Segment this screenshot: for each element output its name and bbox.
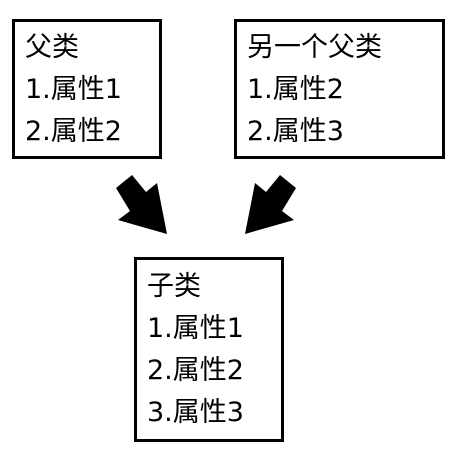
parent-class-attribute-2: 2.属性2 — [25, 116, 122, 147]
child-class-title: 子类 — [147, 271, 201, 302]
arrow-parent-to-child — [116, 175, 167, 234]
other-parent-class-attribute-2: 2.属性3 — [247, 116, 344, 147]
parent-class-title: 父类 — [25, 32, 79, 63]
child-class-attribute-2: 2.属性2 — [147, 355, 244, 386]
child-class-box: 子类 1.属性1 2.属性2 3.属性3 — [134, 257, 284, 442]
other-parent-class-box: 另一个父类 1.属性2 2.属性3 — [234, 19, 445, 159]
arrow-parent-to-child-shape — [116, 175, 167, 234]
child-class-attribute-1: 1.属性1 — [147, 313, 244, 344]
arrow-other-parent-to-child — [245, 175, 296, 234]
parent-class-attribute-1: 1.属性1 — [25, 74, 122, 105]
other-parent-class-attribute-1: 1.属性2 — [247, 74, 344, 105]
other-parent-class-title: 另一个父类 — [247, 32, 382, 63]
parent-class-box: 父类 1.属性1 2.属性2 — [12, 19, 162, 159]
arrow-other-parent-to-child-shape — [245, 175, 296, 234]
child-class-attribute-3: 3.属性3 — [147, 397, 244, 428]
